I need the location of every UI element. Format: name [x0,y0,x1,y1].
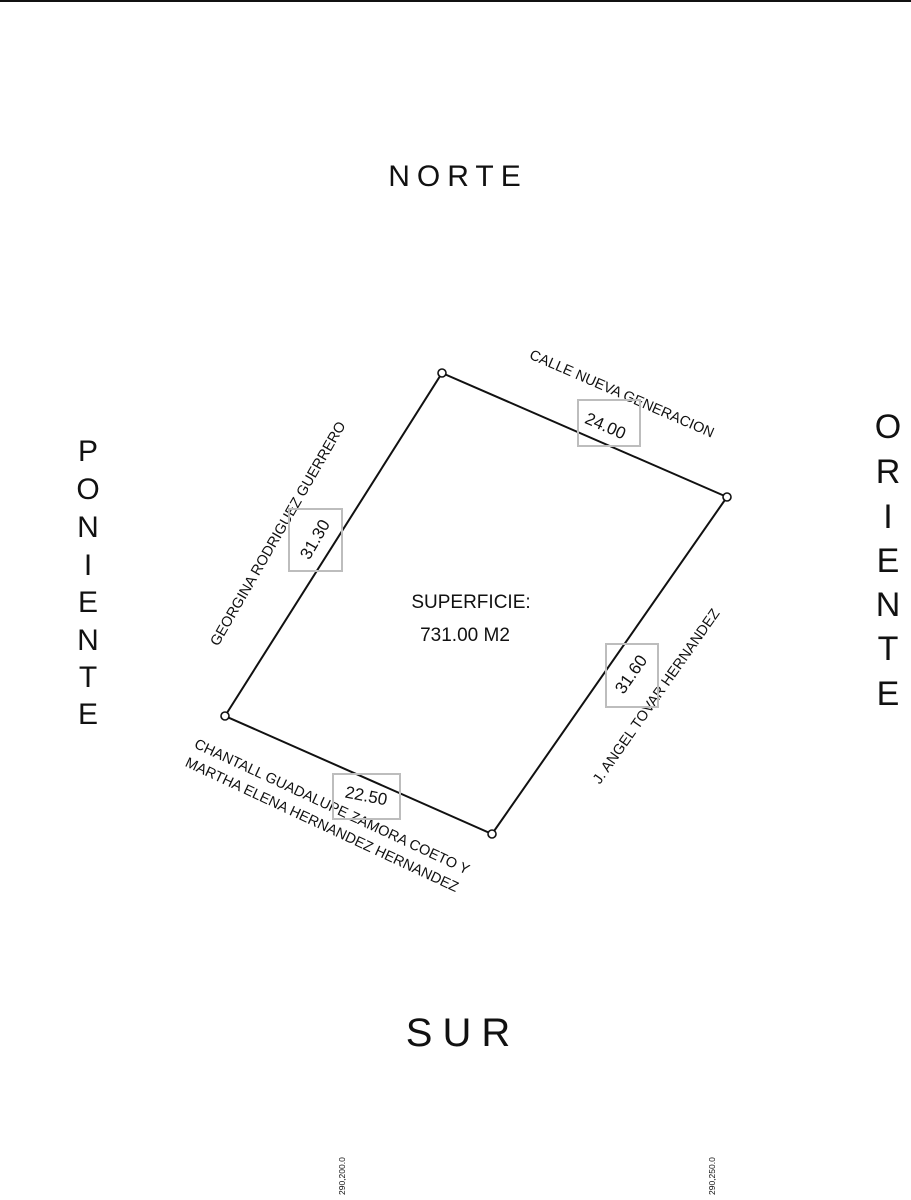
west-letter: E [78,586,98,619]
measurement-box [288,508,343,572]
west-measurement: 31.30 [288,508,343,572]
coordinate-label-right: 290,250.0 [707,1157,717,1195]
west-letter: I [84,549,92,582]
east-measurement-value: 31.60 [611,652,651,698]
measurement-box [332,773,401,820]
measurement-box [577,399,641,447]
top-border-line [0,0,911,2]
vertex-marker [487,829,497,839]
west-letter: N [77,511,99,544]
west-label: P O N I E N T E [76,435,99,731]
area-label: SUPERFICIE: [411,592,530,613]
north-label: NORTE [388,160,527,193]
east-letter: O [875,408,901,446]
east-letter: E [877,675,900,713]
east-letter: E [877,542,900,580]
north-measurement-value: 24.00 [582,409,629,443]
south-neighbor-label-line2: MARTHA ELENA HERNANDEZ HERNANDEZ [183,755,461,896]
west-measurement-value: 31.30 [296,516,334,562]
west-letter: T [79,661,97,694]
west-letter: O [76,473,99,506]
south-label: SUR [406,1011,520,1055]
east-letter: T [878,630,899,668]
vertex-marker [220,711,230,721]
west-letter: E [78,698,98,731]
east-letter: I [883,498,892,536]
east-neighbor-label: J. ANGEL TOVAR HERNANDEZ [590,606,724,787]
south-measurement-value: 22.50 [343,783,388,810]
west-letter: P [78,435,98,468]
measurement-box [605,643,659,708]
vertex-marker [722,492,732,502]
west-letter: N [77,624,99,657]
vertex-marker [437,368,447,378]
east-letter: R [876,453,901,491]
coordinate-label-left: 290,200.0 [337,1157,347,1195]
east-letter: N [876,586,901,624]
east-label: O R I E N T E [875,408,901,713]
area-value: 731.00 M2 [420,625,510,646]
